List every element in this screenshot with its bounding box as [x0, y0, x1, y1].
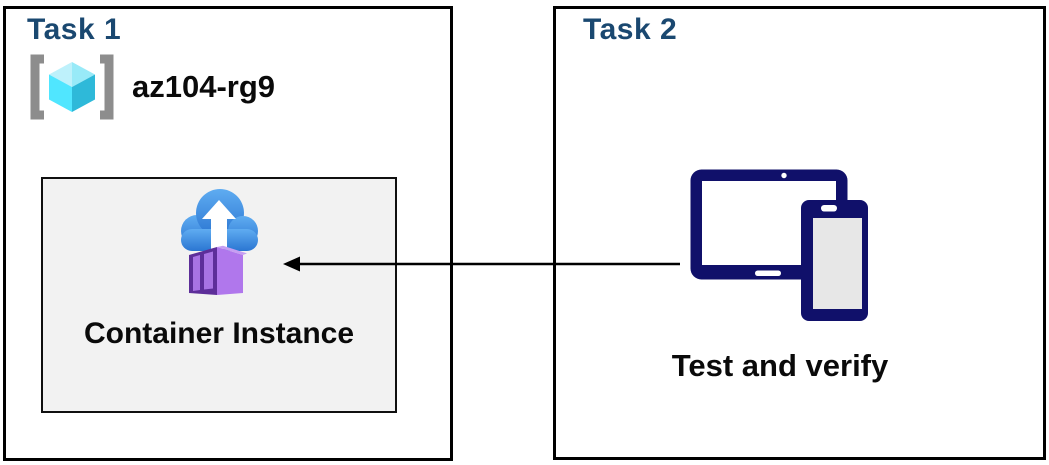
resource-group-name: az104-rg9	[132, 69, 276, 104]
task1-box: Task 1 az104-rg9	[3, 6, 453, 461]
container-instance-panel: Container Instance	[41, 177, 397, 413]
devices-column: Test and verify	[672, 168, 888, 384]
container-instances-icon	[181, 189, 258, 295]
upload-arrow-icon	[202, 200, 236, 249]
resource-group-icon	[30, 54, 114, 120]
resource-group-row: az104-rg9	[30, 53, 275, 121]
arrow-left-icon	[283, 256, 680, 272]
tablet-and-phone-icon	[690, 169, 868, 321]
container-box-shape	[189, 245, 247, 295]
task2-box: Task 2 Test and verify	[553, 6, 1046, 460]
cloud-shape	[181, 189, 258, 251]
task2-title: Task 2	[583, 13, 678, 46]
test-and-verify-label: Test and verify	[671, 348, 889, 383]
task1-title: Task 1	[27, 13, 122, 46]
phone-icon	[801, 200, 868, 321]
container-instance-label: Container Instance	[83, 317, 355, 350]
